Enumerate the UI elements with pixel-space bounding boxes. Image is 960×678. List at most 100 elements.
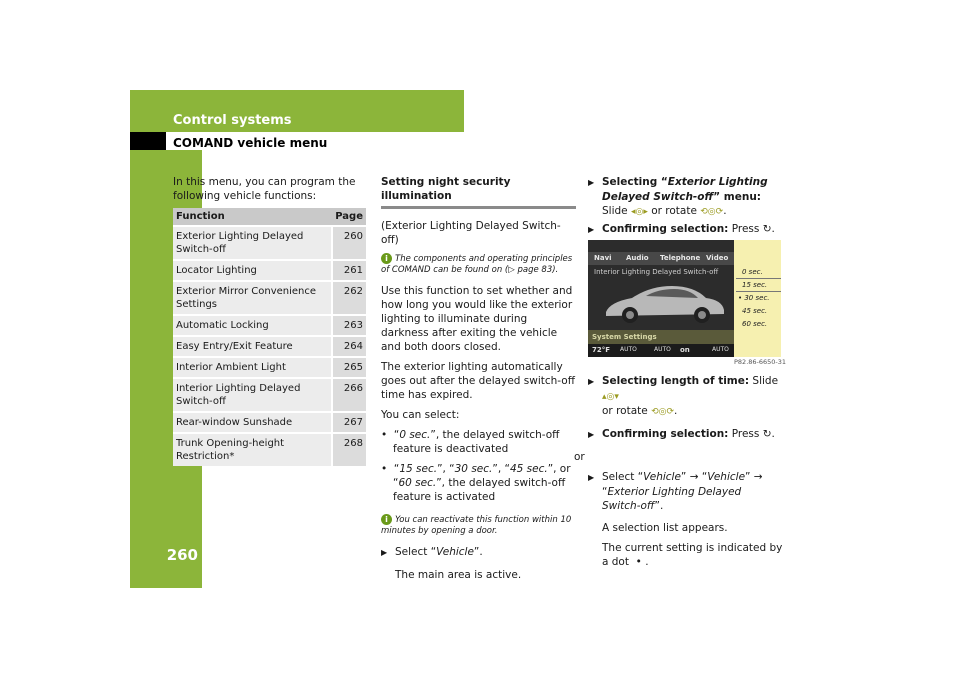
arrow-icon: ▶ [588,430,595,439]
screen-option: 15 sec. [742,281,768,289]
intro-text: In this menu, you can program the follow… [173,176,356,202]
arrow-icon: ▶ [588,225,595,234]
screen-option: 60 sec. [742,320,768,328]
comand-screen: Navi Audio Telephone Video Interior Ligh… [588,240,781,357]
step-label: ” menu: [713,191,762,203]
step-text: Select “ [602,471,644,483]
screen-option: 45 sec. [742,307,768,315]
function-cell: Interior Lighting Delayed Switch-off [173,377,333,412]
function-cell: Rear-window Sunshade [173,411,333,433]
bullet-text: , the delayed switch-off feature is deac… [393,429,560,455]
status-item: AUTO [654,346,671,353]
step-text: or rotate [647,205,701,217]
paragraph: You can select: [381,409,460,421]
slide-control-icon: ◂◎▸ [630,207,648,217]
screen-bottom-label: System Settings [592,333,657,341]
step-label: Selecting length of time: [602,375,750,387]
dot-icon: • [635,556,642,568]
page-cell: 268 [331,432,366,466]
bullet-text: , the delayed switch-off feature is acti… [393,477,566,503]
step-em: Exterior Lighting Delayed Switch-off [602,176,768,203]
instruction-step: ▶Select “Vehicle” → “Vehicle” → “Exterio… [588,470,783,513]
instruction-step: ▶ Selecting “Exterior Lighting Delayed Sw… [588,176,768,217]
screen-bottom-bar [588,330,736,344]
step-text: ” → “ [602,471,763,498]
table-header-page: Page [332,208,366,226]
paragraph: Use this function to set whether and how… [381,285,573,353]
column-three-c: ▶Selecting length of time: Slide ▴◎▾or r… [574,374,783,575]
instruction-step: ▶Confirming selection: Press ↻. [588,223,775,235]
arrow-icon: ▶ [381,548,388,557]
option-text: 0 sec. [399,429,431,441]
step-em: Vehicle [707,471,746,483]
step-text: or rotate [602,405,652,417]
page-cell: 265 [331,356,366,378]
instruction-step: ▶Confirming selection: Press ↻. [588,428,775,440]
column-three: ▶ Selecting “Exterior Lighting Delayed Sw… [588,175,783,227]
step-text: Slide [749,375,779,387]
step-text: Slide [602,205,631,217]
section-title: Setting night security illumination [381,175,576,209]
page-cell: 263 [331,314,366,336]
step-text: Press [728,428,763,440]
step-text: ” → “ [680,471,708,483]
status-item: 72°F [592,346,611,354]
table-row: Trunk Opening-height Restriction*268 [173,432,366,466]
option-text: 15 sec. [399,463,438,475]
step-result-text: . [645,556,649,568]
screen-option: 0 sec. [742,268,763,276]
header-bar [130,90,464,132]
screen-option-panel [734,240,781,357]
section-subtitle: COMAND vehicle menu [173,136,328,150]
column-two: Setting night security illumination (Ext… [381,175,576,588]
function-cell: Locator Lighting [173,259,333,281]
arrow-icon: ▶ [588,178,595,187]
page-number: 260 [166,546,198,564]
paragraph: The exterior lighting automatically goes… [381,361,575,401]
screen-menu-item: Navi [594,254,612,262]
rotate-control-icon: ⟲◎⟳ [651,407,674,417]
step-result: The main area is active. [395,569,522,581]
page-cell: 262 [331,280,366,315]
step-text: Select “ [395,546,437,558]
step-em: Exterior Lighting Delayed Switch-off [602,486,742,512]
section-subtitle-text: (Exterior Lighting Delayed Switch-off) [381,220,561,246]
screen-menu-bar [588,252,736,265]
screen-option-selected: • 30 sec. [738,294,770,302]
car-image-icon [606,286,724,323]
step-label: Selecting “ [602,176,668,188]
step-text: ”. [473,546,483,558]
screen-title: Interior Lighting Delayed Switch-off [594,268,719,276]
page-cell: 261 [331,259,366,281]
info-icon: i [381,253,392,264]
status-item: AUTO [712,346,729,353]
press-icon: ↻ [762,428,772,440]
info-note-text: You can reactivate this function within … [381,515,572,536]
option-text: 45 sec. [509,463,548,475]
page-cell: 266 [331,377,366,412]
step-label: Confirming selection: [602,428,729,440]
option-text: 30 sec. [454,463,493,475]
arrow-icon: ▶ [588,473,595,482]
step-result: A selection list appears. [602,522,728,534]
step-result: The current setting is indicated by a do… [588,541,783,569]
function-table: Function Page Exterior Lighting Delayed … [173,208,366,466]
header-accent [130,132,166,150]
instruction-step: ▶Select “Vehicle”. [381,545,576,560]
info-note-text: The components and operating principles … [381,254,573,275]
page-cell: 267 [331,411,366,433]
status-item: on [680,346,690,354]
function-cell: Exterior Lighting Delayed Switch-off [173,225,333,260]
chapter-title: Control systems [173,113,292,128]
page-cell: 264 [331,335,366,357]
instruction-step: ▶Selecting length of time: Slide ▴◎▾or r… [588,375,779,417]
status-item: AUTO [620,346,637,353]
option-divider [736,278,781,279]
screen-menu-item: Video [706,254,729,262]
